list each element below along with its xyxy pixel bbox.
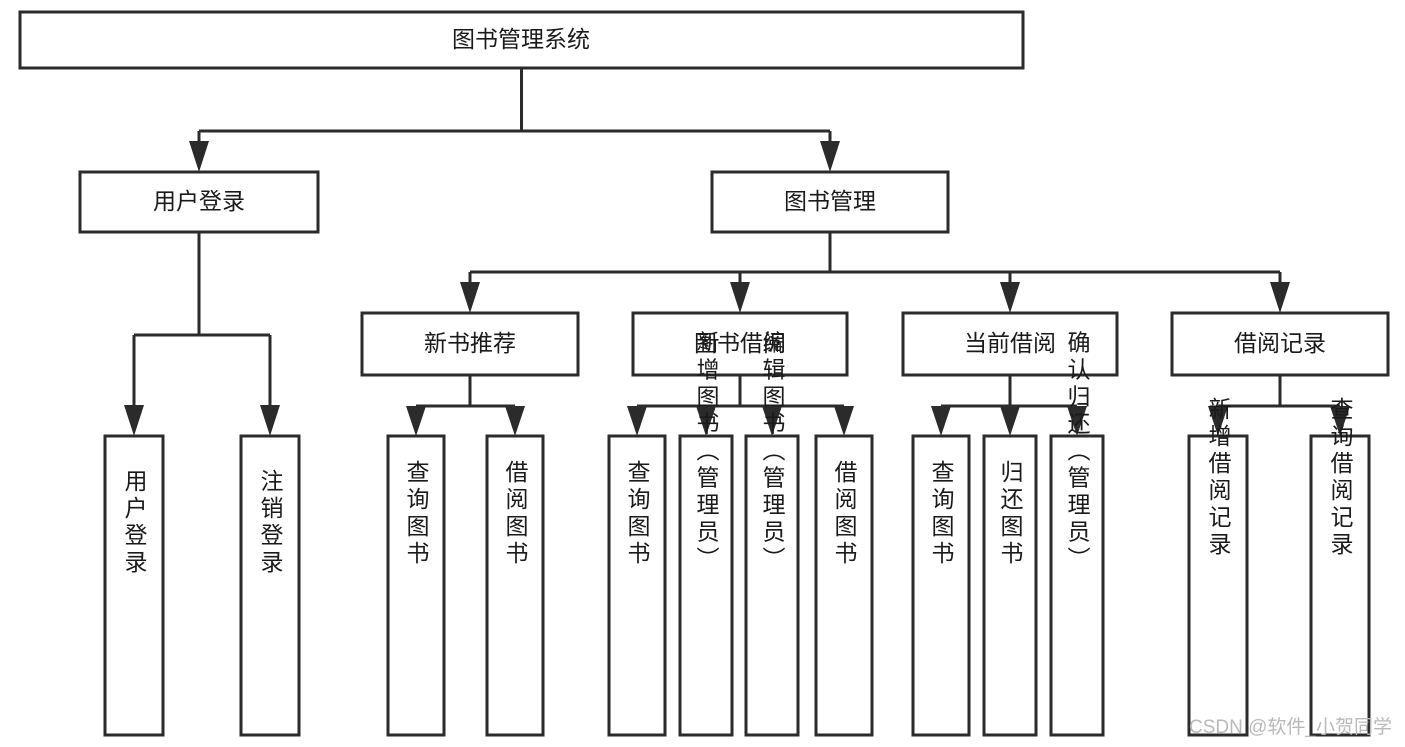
node-book-borrow-box[interactable] [631,311,849,377]
node-leaf-confirm-return-box[interactable] [1049,434,1105,737]
node-borrow-record[interactable]: 借阅记录 [1170,311,1390,377]
node-new-book-recommend[interactable]: 新书推荐 [360,311,580,377]
node-book-management-label: 图书管理 [784,188,876,214]
node-book-borrow[interactable]: 图书借阅 [631,311,849,377]
node-leaf-logout-label: 注销登录 [257,469,284,577]
node-leaf-borrow-book-2[interactable]: 借阅图书 [814,434,874,737]
node-leaf-logout-box[interactable] [239,434,301,737]
arrow-leaf-logout [260,405,280,436]
arrow-leaf-query-record [1330,406,1350,436]
node-leaf-query-book-3[interactable]: 查询图书 [911,434,971,737]
node-leaf-query-book-2-label: 查询图书 [624,460,651,568]
arrow-book-borrow [730,282,750,313]
node-leaf-confirm-return[interactable]: 确认归还（管理员） [1049,331,1105,737]
node-leaf-return-book-label: 归还图书 [997,460,1024,568]
node-leaf-query-record-box[interactable] [1309,434,1371,737]
arrow-leaf-return-book [1000,406,1020,436]
node-current-borrow-box[interactable] [901,311,1119,377]
watermark: CSDN @软件_小贺同学 [1189,716,1392,738]
node-borrow-record-label: 借阅记录 [1234,330,1326,356]
node-book-management[interactable]: 图书管理 [710,170,950,234]
node-leaf-add-book-label: 新增图书（管理员） [693,331,720,574]
node-leaf-query-book-3-label: 查询图书 [928,460,955,568]
node-user-login-box[interactable] [78,170,320,234]
node-leaf-query-book-1-label: 查询图书 [403,460,430,568]
node-book-borrow-label: 图书借阅 [694,330,786,356]
node-leaf-edit-book-label: 编辑图书（管理员） [759,331,786,574]
arrow-leaf-borrow-book-1 [505,406,525,436]
node-user-login-label: 用户登录 [153,188,245,214]
node-leaf-user-login-label: 用户登录 [121,469,148,577]
node-new-book-recommend-label: 新书推荐 [424,330,516,356]
node-current-borrow-label: 当前借阅 [964,330,1056,356]
arrow-leaf-borrow-book-2 [834,406,854,436]
arrow-leaf-user-login [124,405,144,436]
arrow-borrow-record [1270,282,1290,313]
node-leaf-query-record-label: 查询借阅记录 [1327,397,1354,559]
arrow-leaf-add-record [1208,406,1228,436]
arrow-leaf-query-book-1 [406,406,426,436]
node-leaf-add-record-label: 新增借阅记录 [1205,397,1232,559]
node-leaf-return-book[interactable]: 归还图书 [982,434,1038,737]
node-user-login[interactable]: 用户登录 [78,170,320,234]
node-book-management-box[interactable] [710,170,950,234]
node-leaf-user-login-box[interactable] [103,434,165,737]
node-leaf-borrow-book-2-label: 借阅图书 [831,460,858,568]
arrow-leaf-confirm-return [1067,406,1087,436]
node-leaf-return-book-box[interactable] [982,434,1038,737]
arrow-leaf-query-book-3 [931,406,951,436]
node-leaf-borrow-book-1-label: 借阅图书 [502,460,529,568]
arrow-user-login [189,141,209,172]
node-root-box[interactable] [18,10,1025,70]
node-leaf-user-login[interactable]: 用户登录 [103,434,165,737]
node-root-label: 图书管理系统 [452,26,590,52]
connector-layer [124,68,1350,436]
node-leaf-borrow-book-2-box[interactable] [814,434,874,737]
arrow-leaf-add-book [696,406,716,436]
arrow-new-book-recommend [460,282,480,313]
node-leaf-confirm-return-label: 确认归还（管理员） [1064,331,1091,574]
node-leaf-query-book-2[interactable]: 查询图书 [607,434,667,737]
node-leaf-logout[interactable]: 注销登录 [239,434,301,737]
node-leaf-borrow-book-1[interactable]: 借阅图书 [485,434,545,737]
node-current-borrow[interactable]: 当前借阅 [901,311,1119,377]
node-leaf-borrow-book-1-box[interactable] [485,434,545,737]
node-leaf-edit-book-box[interactable] [744,434,800,737]
arrow-current-borrow [1000,282,1020,313]
node-root[interactable]: 图书管理系统 [18,10,1025,70]
node-leaf-edit-book[interactable]: 编辑图书（管理员） [744,331,800,737]
node-borrow-record-box[interactable] [1170,311,1390,377]
node-leaf-query-book-1[interactable]: 查询图书 [386,434,446,737]
node-leaf-add-book[interactable]: 新增图书（管理员） [678,331,734,737]
node-leaf-query-book-2-box[interactable] [607,434,667,737]
node-leaf-query-book-3-box[interactable] [911,434,971,737]
node-leaf-add-record-box[interactable] [1187,434,1249,737]
node-new-book-recommend-box[interactable] [360,311,580,377]
node-leaf-query-record[interactable]: 查询借阅记录 [1309,397,1371,737]
arrow-leaf-query-book-2 [627,406,647,436]
node-leaf-add-book-box[interactable] [678,434,734,737]
node-leaf-add-record[interactable]: 新增借阅记录 [1187,397,1249,737]
arrow-leaf-edit-book [762,406,782,436]
node-leaf-query-book-1-box[interactable] [386,434,446,737]
arrow-book-management [820,141,840,172]
